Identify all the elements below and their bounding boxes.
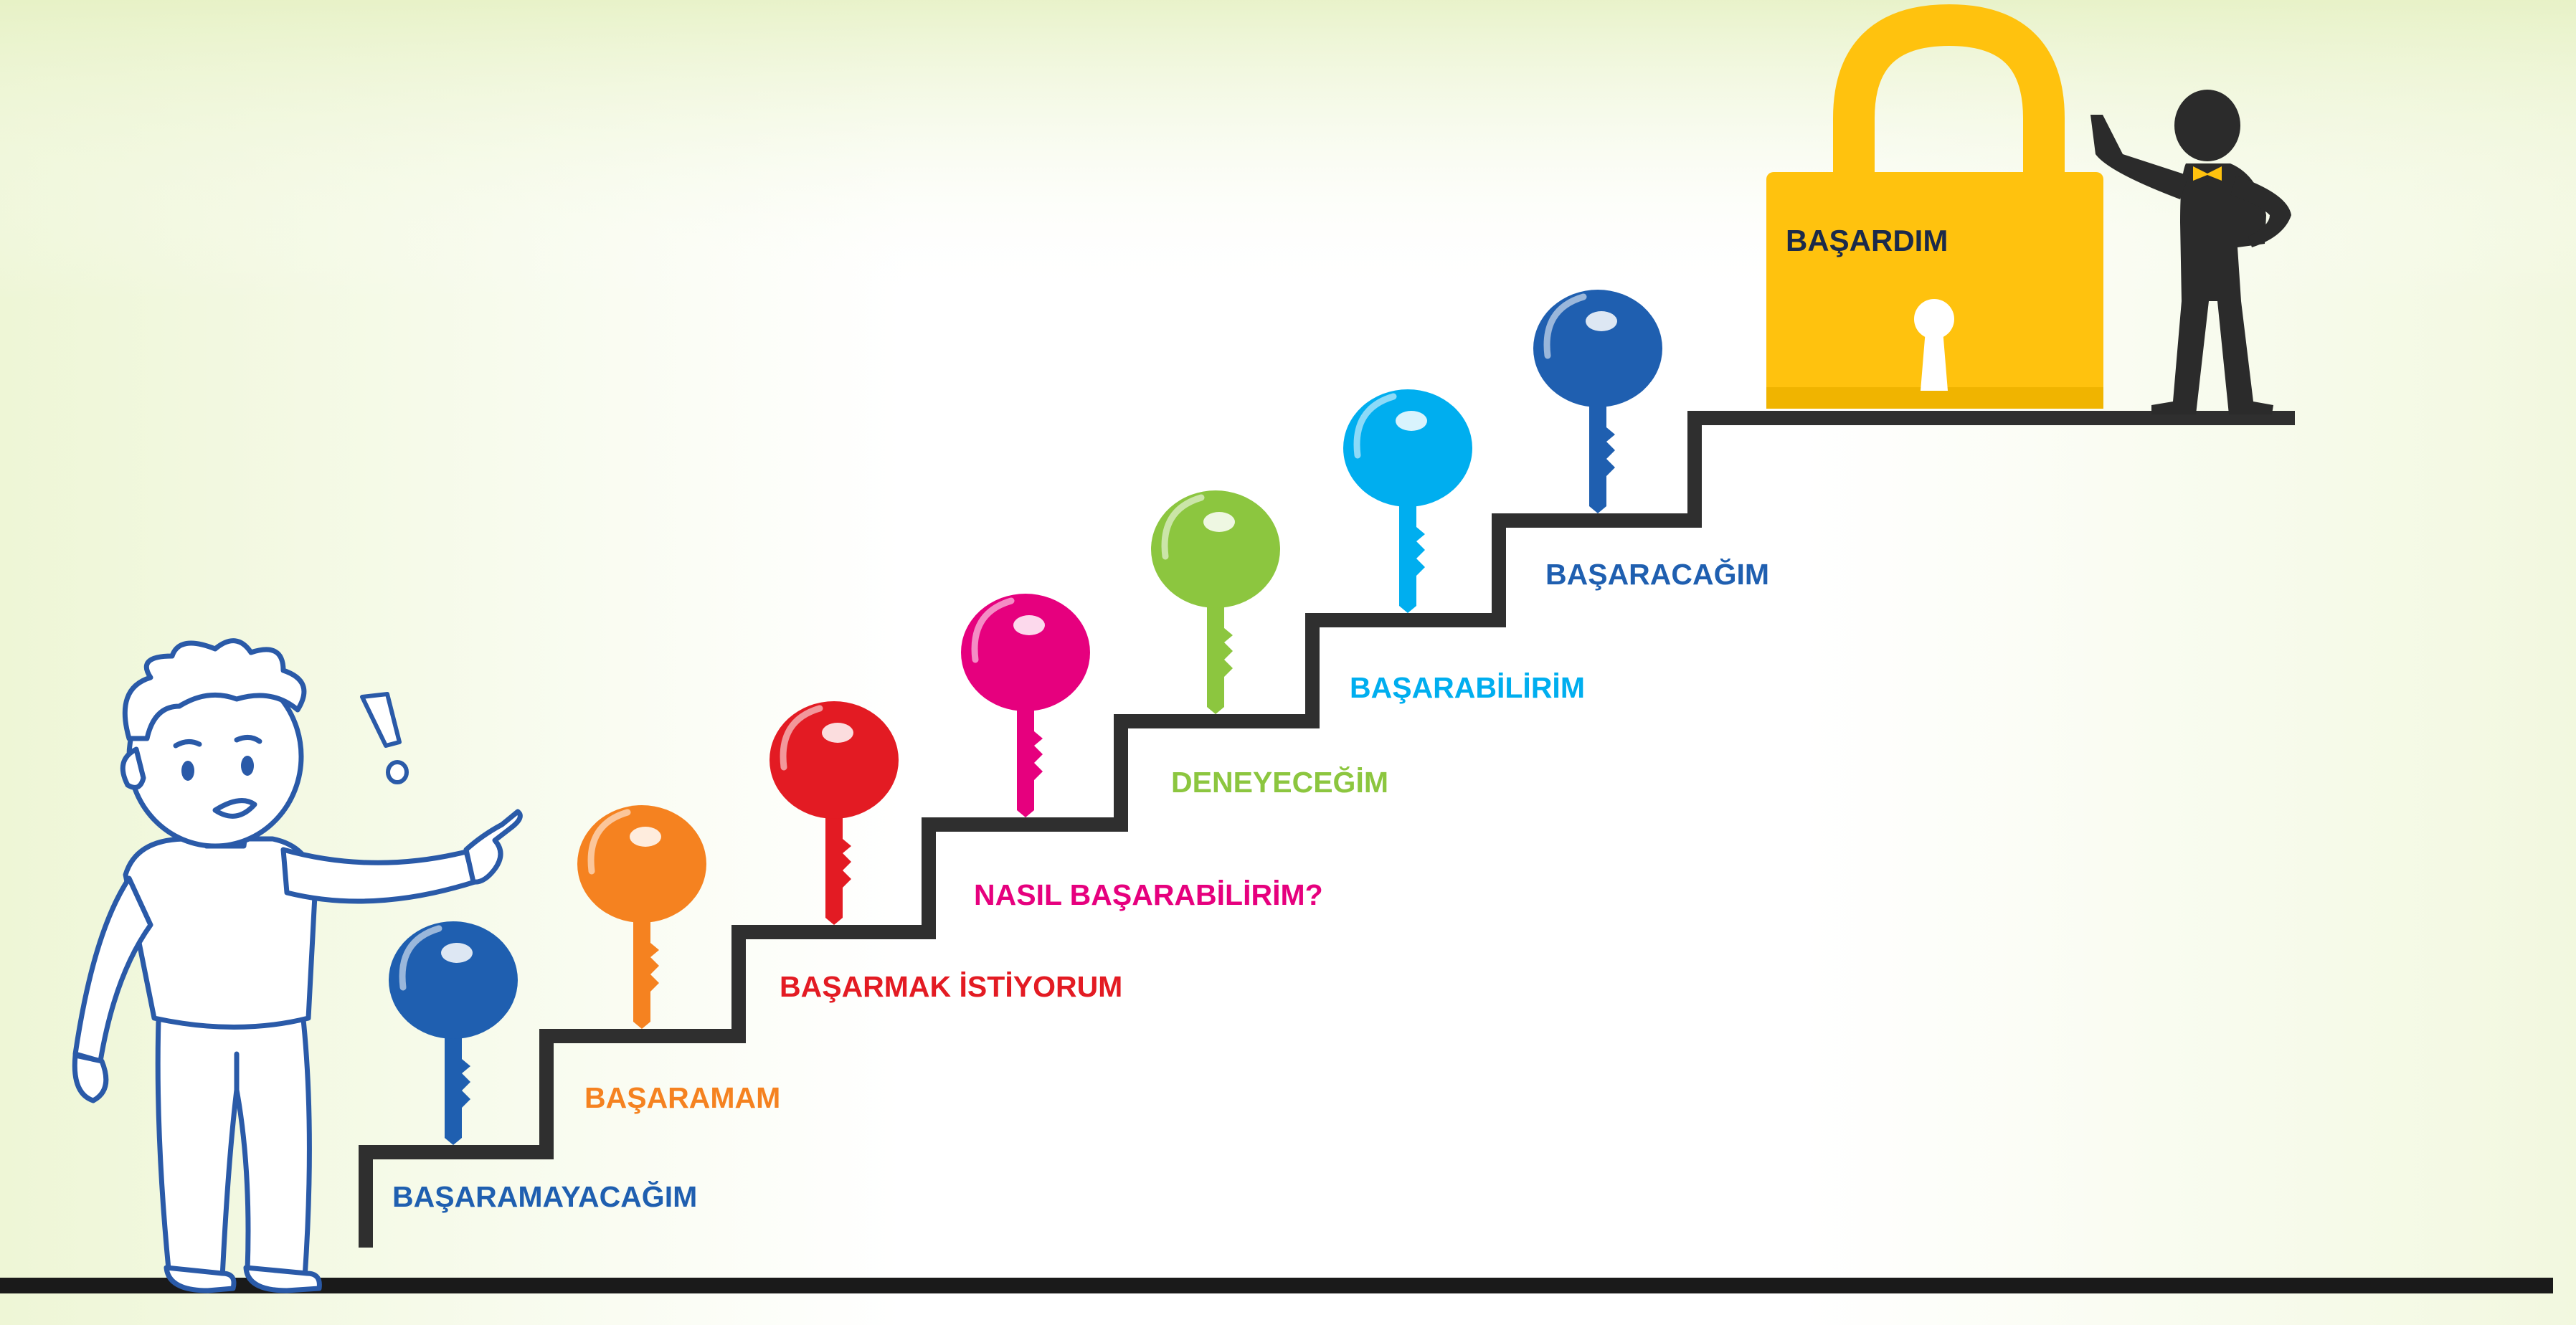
staircase-outline [359,411,2295,1248]
step-label-5: DENEYECEĞİM [1171,766,1388,799]
key-head [961,594,1090,711]
boy-hand-pointing [463,809,523,885]
key-shaft [445,1023,470,1145]
keyhole-icon [1914,299,1954,391]
step-label-4: NASIL BAŞARABİLİRİM? [974,878,1323,911]
key-highlight [1543,293,1587,359]
winner-head [2174,90,2240,161]
key-highlight [399,925,442,991]
key-hole [1586,311,1617,331]
winner-body [2151,163,2273,414]
key-highlight [1353,393,1397,459]
lock-label: BAŞARDIM [1786,224,1948,257]
boy-brow-right [234,735,262,744]
key-highlight [1161,494,1205,560]
bowtie-icon [2193,166,2222,181]
key-hole [630,827,661,847]
boy-illustration [72,638,523,1293]
key-head [389,921,518,1039]
ground-line [0,1278,2553,1293]
boy-shoe-left [164,1265,237,1293]
winner-figure [2090,90,2291,414]
boy-eye-right [241,756,254,776]
key-shaft [1589,391,1615,513]
key-head [1533,290,1662,407]
key-icon-2 [577,805,706,1029]
boy-ear [120,746,146,790]
key-highlight [971,597,1015,663]
padlock-shackle [1833,4,2065,186]
key-head [1343,389,1472,507]
step-label-3: BAŞARMAK İSTİYORUM [780,970,1122,1003]
step-labels: BAŞARAMAYACAĞIM BAŞARAMAM BAŞARMAK İSTİY… [392,558,1769,1213]
key-icon-1 [389,921,518,1145]
key-icon-4 [961,594,1090,817]
padlock-body [1766,172,2103,409]
boy-eye-left [181,761,194,781]
key-icon-6 [1343,389,1472,613]
key-hole [822,723,853,743]
boy-brow-left [173,739,202,749]
key-shaft [825,803,851,925]
key-shaft [1399,491,1425,613]
key-shaft [1207,592,1233,714]
key-shaft [633,907,659,1029]
key-hole [441,943,473,963]
keys-layer [389,290,1662,1145]
boy-hand-left [72,1053,109,1103]
key-shaft [1017,695,1043,817]
step-label-6: BAŞARABİLİRİM [1350,671,1585,704]
step-label-7: BAŞARACAĞIM [1545,558,1769,591]
background-top-wash [0,0,2576,301]
boy-mouth [212,798,257,819]
key-head [770,701,899,819]
key-highlight [780,705,823,771]
key-highlight [587,809,631,875]
key-hole [1396,411,1427,431]
key-hole [1203,512,1235,532]
key-hole [1013,615,1045,635]
key-head [1151,490,1280,608]
key-icon-3 [770,701,899,925]
winner-arm-hip [2230,176,2291,247]
key-head [577,805,706,923]
key-icon-7 [1533,290,1662,513]
step-label-2: BAŞARAMAM [584,1081,780,1114]
key-icon-5 [1151,490,1280,714]
boy-hair [122,638,307,741]
exclamation-icon [360,692,409,784]
step-label-1: BAŞARAMAYACAĞIM [392,1180,697,1213]
winner-arm-raised [2090,115,2189,199]
boy-shoe-right [243,1265,322,1293]
staircase [359,411,2295,1248]
padlock: BAŞARDIM [1766,4,2103,409]
